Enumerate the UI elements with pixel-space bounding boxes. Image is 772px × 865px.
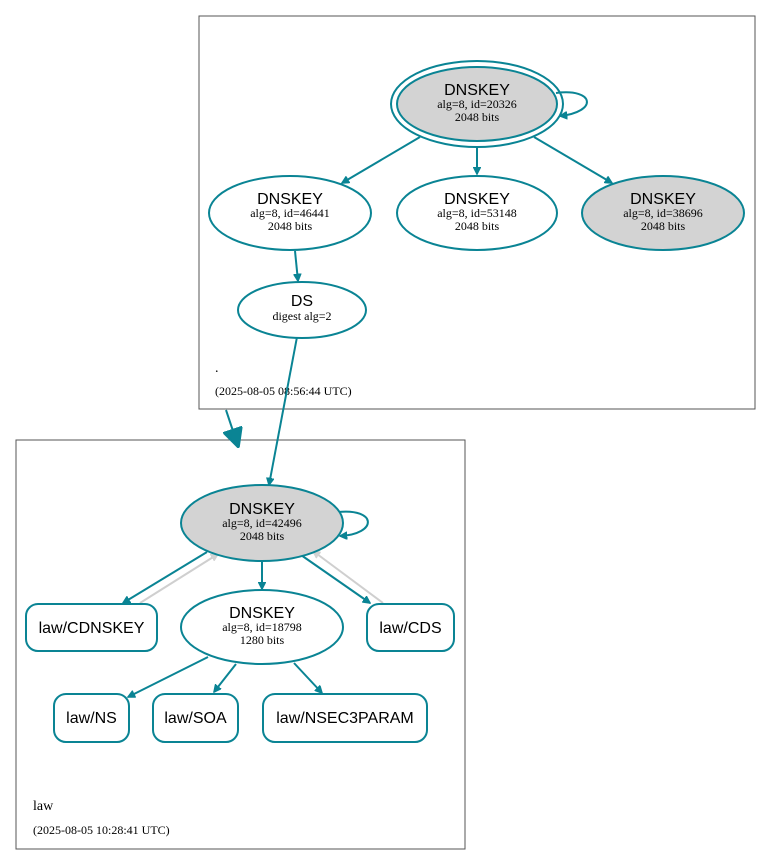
ksk-38696-ellipse	[581, 175, 745, 251]
law-zsk-ellipse	[180, 589, 344, 665]
edge-delegation	[226, 409, 238, 446]
node-bits: 2048 bits	[455, 110, 500, 124]
edge-ds-to-law-ksk	[269, 336, 298, 485]
edge-root-ksk-self	[555, 91, 588, 116]
record-cds: law/CDS	[366, 603, 455, 652]
node-detail: digest alg=2	[272, 309, 331, 323]
node-detail: alg=8, id=53148	[437, 206, 517, 220]
zone-law-label: law	[33, 799, 54, 814]
node-bits: 2048 bits	[455, 219, 500, 233]
node-title: DNSKEY	[229, 605, 295, 622]
node-title: DNSKEY	[444, 191, 510, 208]
node-detail: alg=8, id=18798	[222, 620, 302, 634]
edge-46441-to-ds	[295, 250, 298, 281]
record-label: law/NS	[66, 710, 117, 727]
zone-law-timestamp: (2025-08-05 10:28:41 UTC)	[33, 823, 170, 837]
record-cds-box	[366, 603, 455, 652]
record-cdnskey: law/CDNSKEY	[25, 603, 158, 652]
node-detail: alg=8, id=38696	[623, 206, 703, 220]
record-nsec3param-box	[262, 693, 428, 743]
edge-root-ksk-to-46441	[342, 136, 421, 184]
node-title: DNSKEY	[630, 191, 696, 208]
record-soa-box	[152, 693, 239, 743]
edge-root-ksk-to-38696	[533, 136, 612, 184]
law-ksk-ellipse	[180, 484, 344, 562]
edge-18798-to-ns	[128, 656, 209, 698]
node-bits: 2048 bits	[641, 219, 686, 233]
record-label: law/NSEC3PARAM	[276, 710, 414, 727]
root-ksk-ellipse	[396, 66, 558, 142]
record-label: law/CDS	[379, 620, 441, 637]
record-ns-box	[53, 693, 130, 743]
edge-law-ksk-self	[337, 510, 369, 536]
node-title: DNSKEY	[444, 82, 510, 99]
zone-root-timestamp: (2025-08-05 08:56:44 UTC)	[215, 384, 352, 398]
edges	[123, 91, 612, 698]
root-ksk-outer-ring	[390, 60, 564, 148]
edge-cds-to-law-ksk	[313, 551, 384, 604]
record-ns: law/NS	[53, 693, 130, 743]
node-root-ksk-38696: DNSKEY alg=8, id=38696 2048 bits	[581, 175, 745, 251]
record-label: law/CDNSKEY	[39, 620, 145, 637]
node-title: DNSKEY	[257, 191, 323, 208]
node-bits: 2048 bits	[268, 219, 313, 233]
zone-root-label: .	[215, 361, 219, 376]
ds-ellipse	[237, 281, 367, 339]
record-soa: law/SOA	[152, 693, 239, 743]
node-law-zsk-18798: DNSKEY alg=8, id=18798 1280 bits	[180, 589, 344, 665]
edge-law-ksk-to-cdnskey	[123, 551, 208, 603]
node-title: DNSKEY	[229, 501, 295, 518]
node-law-ksk-42496: DNSKEY alg=8, id=42496 2048 bits	[180, 484, 344, 562]
node-title: DS	[291, 293, 313, 310]
zsk-46441-ellipse	[208, 175, 372, 251]
node-root-ksk: DNSKEY alg=8, id=20326 2048 bits	[390, 60, 564, 148]
record-label: law/SOA	[164, 710, 227, 727]
node-root-zsk-53148: DNSKEY alg=8, id=53148 2048 bits	[396, 175, 558, 251]
node-ds: DS digest alg=2	[237, 281, 367, 339]
node-detail: alg=8, id=46441	[250, 206, 330, 220]
node-root-zsk-46441: DNSKEY alg=8, id=46441 2048 bits	[208, 175, 372, 251]
edge-cdnskey-to-law-ksk	[139, 554, 218, 604]
node-bits: 2048 bits	[240, 529, 285, 543]
record-nsec3param: law/NSEC3PARAM	[262, 693, 428, 743]
edge-18798-to-nsec3param	[293, 662, 322, 693]
edge-law-ksk-to-cds	[300, 554, 370, 603]
node-detail: alg=8, id=42496	[222, 516, 302, 530]
node-bits: 1280 bits	[240, 633, 285, 647]
node-detail: alg=8, id=20326	[437, 97, 517, 111]
edge-18798-to-soa	[214, 663, 237, 692]
zsk-53148-ellipse	[396, 175, 558, 251]
record-cdnskey-box	[25, 603, 158, 652]
